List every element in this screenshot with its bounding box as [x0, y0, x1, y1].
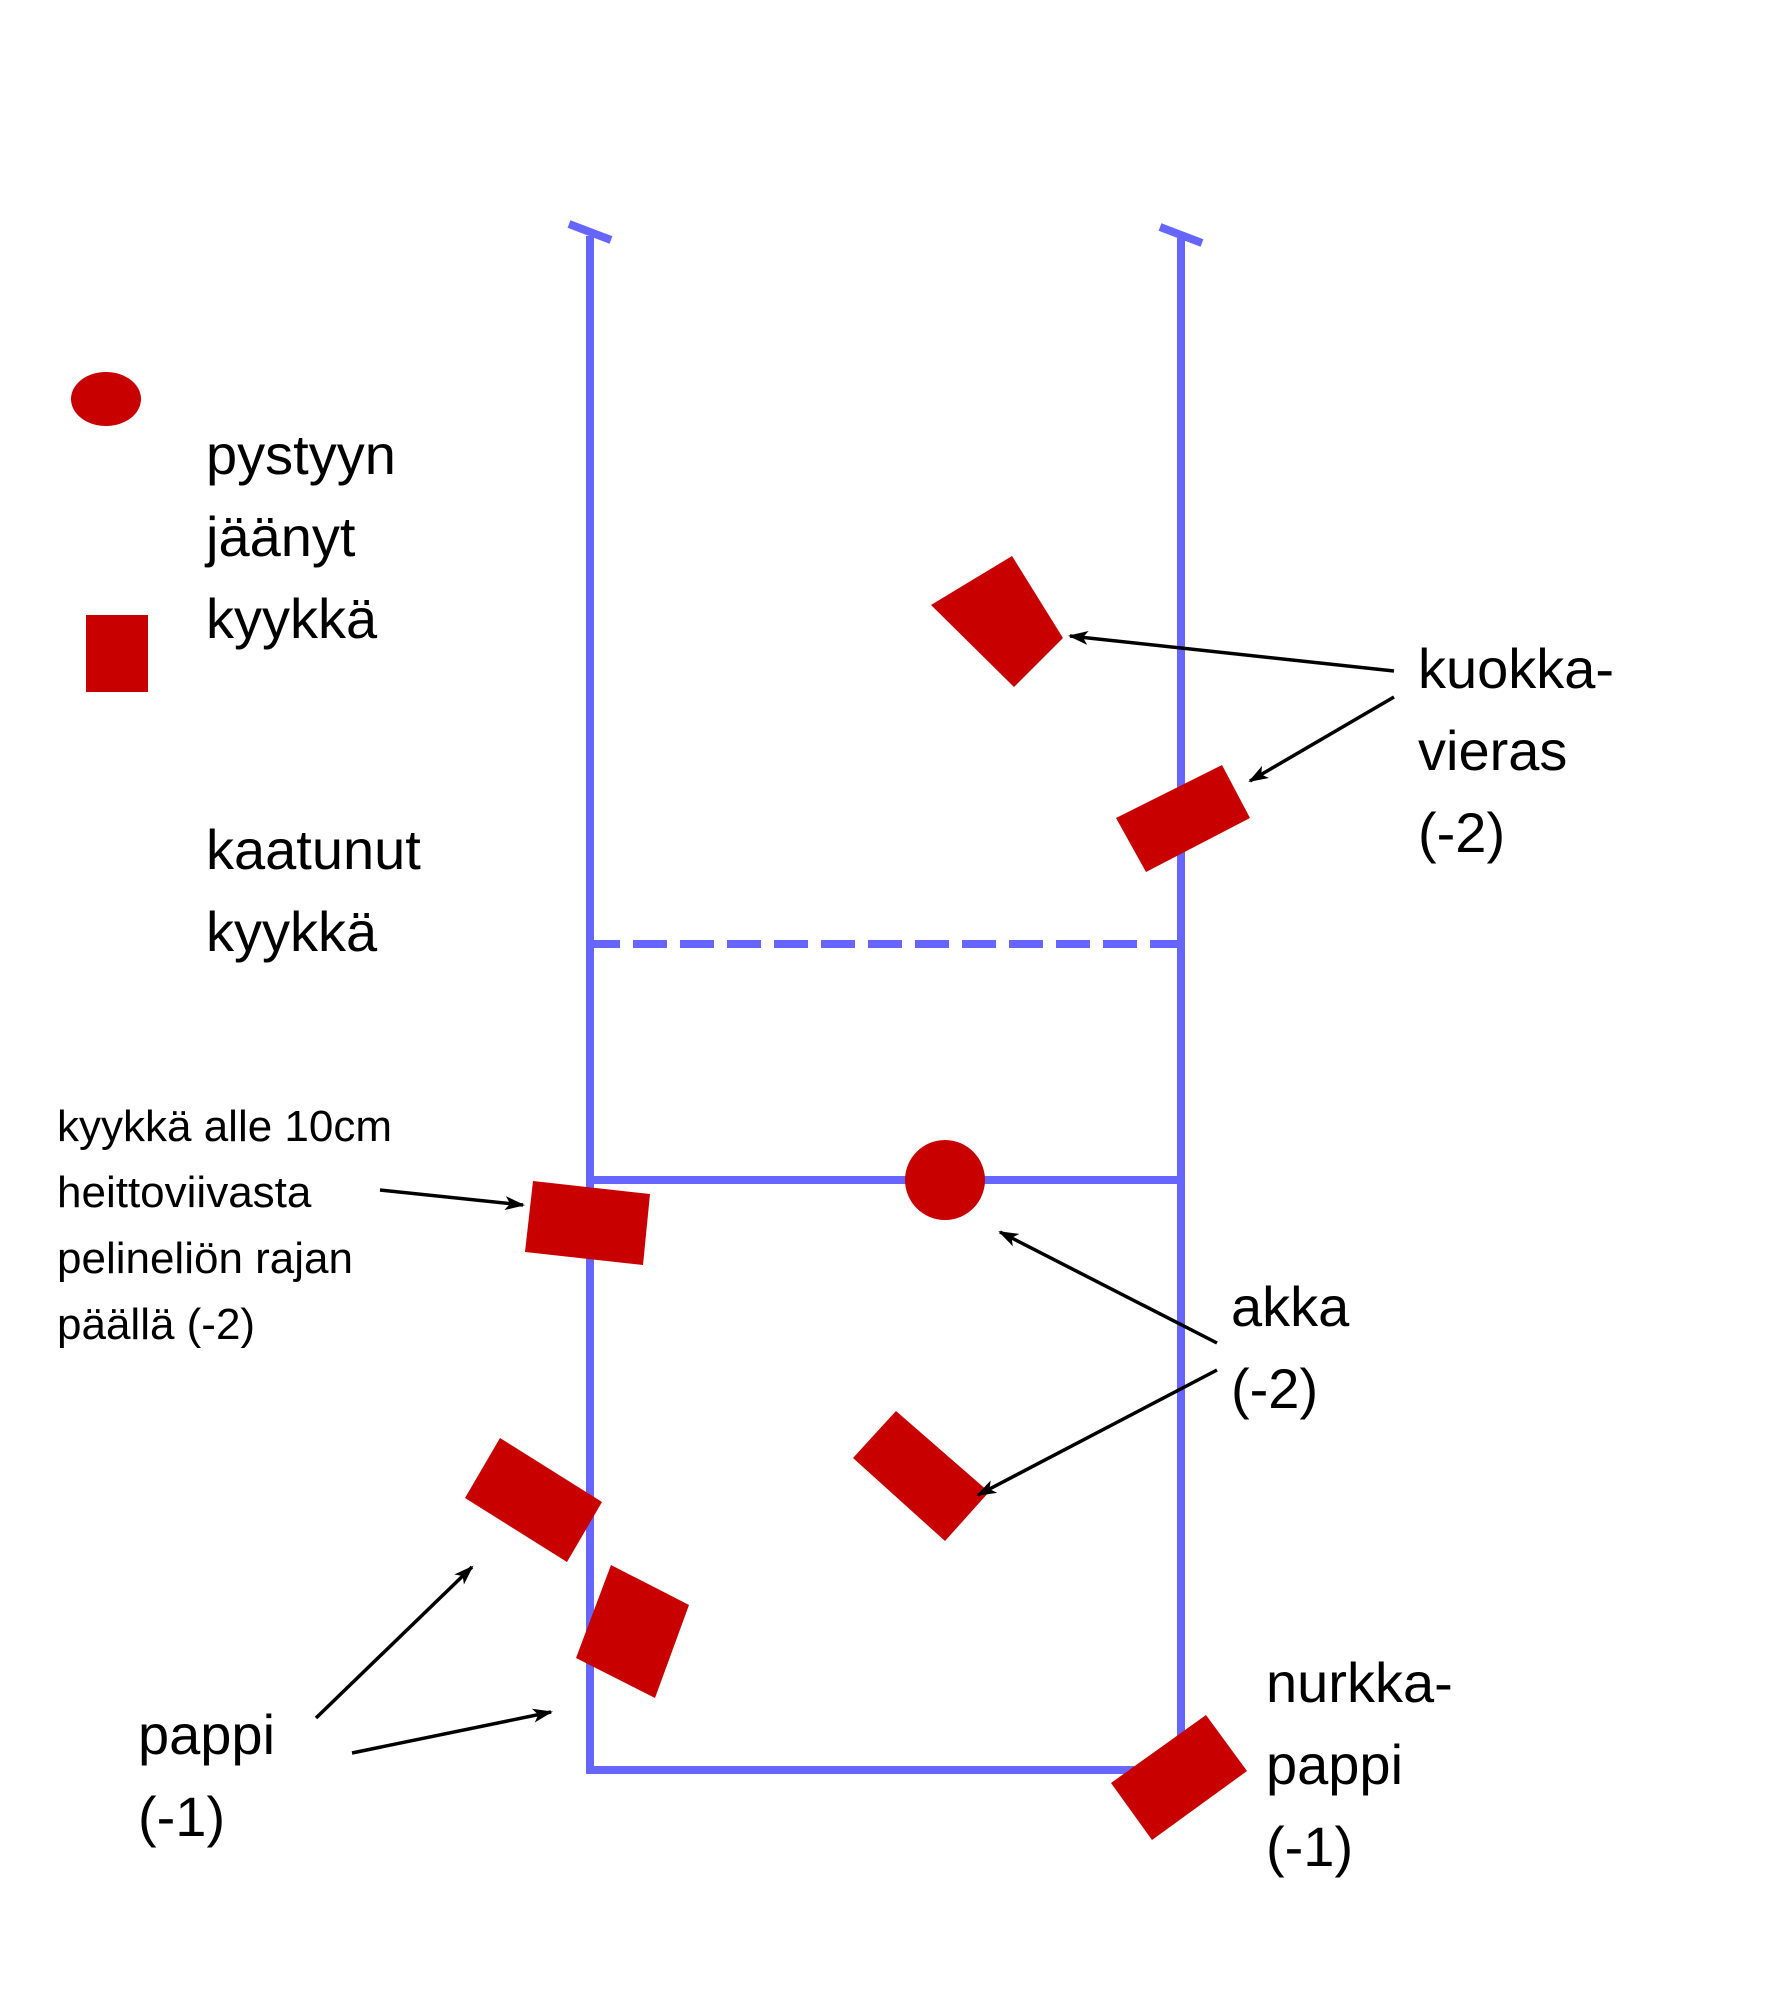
- akka-arrow-2: [976, 1368, 1218, 1497]
- legend-fallen-label: kaatunut kyykkä: [206, 818, 436, 963]
- akka-fallen-piece: [853, 1411, 989, 1541]
- kuokkavieras-piece-2: [1116, 765, 1250, 872]
- arrows: [314, 630, 1395, 1755]
- kuokkavieras-piece-1: [931, 556, 1063, 687]
- kuokkavieras-arrow-1: [1068, 630, 1395, 673]
- court: [567, 220, 1204, 1774]
- edge-piece: [525, 1181, 650, 1265]
- akka-arrow-1: [998, 1230, 1218, 1345]
- akka-standing-piece: [905, 1140, 985, 1220]
- court-left-tick: [567, 220, 613, 244]
- court-right-tick: [1158, 223, 1204, 247]
- legend: pystyyn jäänyt kyykkä kaatunut kyykkä: [71, 372, 436, 963]
- kuokkavieras-label: kuokka- vieras (-2): [1418, 637, 1630, 864]
- legend-rectangle-icon: [86, 615, 148, 692]
- kyykka-pieces: [465, 556, 1250, 1840]
- pappi-label: pappi (-1): [138, 1703, 291, 1848]
- pappi-piece-2: [576, 1565, 689, 1698]
- nurkkapappi-piece: [1111, 1715, 1247, 1840]
- akka-label: akka (-2): [1231, 1275, 1365, 1420]
- edge-label: kyykkä alle 10cm heittoviivasta pelineli…: [57, 1102, 404, 1349]
- legend-circle-icon: [71, 372, 141, 426]
- pappi-piece-1: [465, 1438, 602, 1562]
- edge-arrow: [379, 1188, 525, 1211]
- nurkkapappi-label: nurkka- pappi (-1): [1266, 1651, 1468, 1878]
- pappi-arrow-2: [351, 1708, 553, 1755]
- legend-standing-label: pystyyn jäänyt kyykkä: [204, 423, 411, 650]
- pappi-arrow-1: [314, 1565, 474, 1720]
- kuokkavieras-arrow-2: [1248, 695, 1395, 783]
